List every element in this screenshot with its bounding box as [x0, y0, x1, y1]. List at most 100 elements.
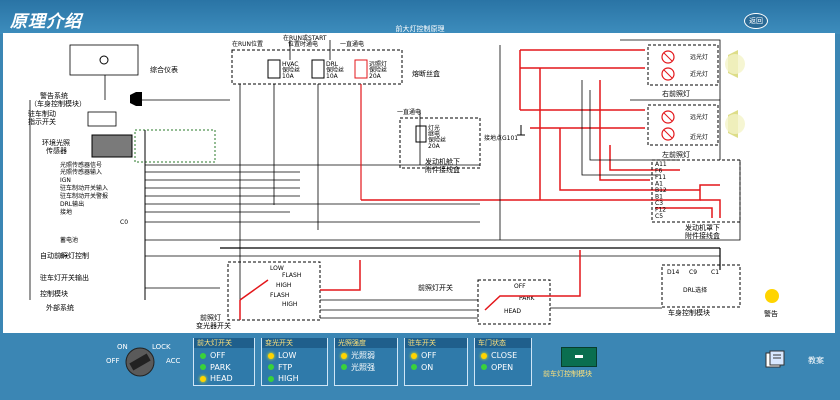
park-brake-label-1: 驻车制动: [28, 109, 56, 118]
body-module-sub-label: （车身控制模块）: [30, 99, 86, 108]
left-headlamp-box: [647, 104, 719, 146]
input-label: 驻车制动开关警报: [60, 192, 108, 200]
ign-off-label: OFF: [106, 357, 120, 365]
option-label: OFF: [421, 351, 437, 360]
option-led-icon: [341, 352, 347, 359]
option-led-icon: [200, 364, 206, 370]
panel-title: 光照强度: [335, 338, 397, 348]
relay-run-start-label-2: 位置时通电: [288, 40, 318, 48]
engine-terminal-label: A11: [655, 161, 667, 168]
panel-option[interactable]: PARK: [200, 362, 231, 373]
relay-run-label: 在RUN位置: [232, 40, 263, 48]
engine-block-label-2: 附件接线盒: [685, 231, 720, 240]
panel-option[interactable]: OFF: [411, 350, 437, 361]
fuse-light-label-2: 保险丝: [369, 66, 387, 74]
fuse-hvac-label-1: HVAC: [282, 61, 298, 68]
panel-option[interactable]: FTP: [268, 362, 292, 373]
dimmer-high-label-2: HIGH: [282, 301, 297, 308]
right-low-label: 近光灯: [690, 70, 708, 78]
dimmer-switch-box: [227, 261, 321, 321]
engine-block-label-1: 发动机罩下: [685, 223, 720, 232]
warning-lamp: [765, 289, 779, 303]
control-module-label: 控制模块: [40, 289, 68, 298]
panel-title: 驻车开关: [405, 338, 467, 348]
park-lamp-relay-label: 驻车灯开关输出: [40, 273, 89, 282]
fuse-head: [415, 125, 427, 143]
right-high-label: 远光灯: [690, 53, 708, 61]
dimmer-contact: [239, 279, 269, 301]
panel-option[interactable]: ON: [411, 362, 433, 373]
right-high-lamp: [661, 50, 675, 64]
option-led-icon: [481, 364, 487, 370]
panel-option[interactable]: CLOSE: [481, 350, 517, 361]
warning-label: 警告: [764, 309, 778, 318]
dimmer-low-label: LOW: [270, 265, 284, 272]
bcm-terminal-label: C9: [689, 269, 697, 276]
panel-option[interactable]: HIGH: [268, 373, 299, 384]
input-label: 光照传感器输入: [60, 168, 102, 176]
left-high-lamp: [661, 110, 675, 124]
bcm-terminal-label: C1: [711, 269, 719, 276]
park-brake-switch: [87, 111, 117, 127]
panel-option[interactable]: LOW: [268, 350, 296, 361]
always-on-2-label: 一直通电: [397, 108, 421, 116]
panel-option[interactable]: 光照强: [341, 362, 375, 373]
fuse-drl-label-1: DRL: [326, 61, 339, 68]
option-label: HIGH: [278, 374, 299, 383]
return-button[interactable]: 返回: [744, 13, 768, 29]
left-low-lamp: [661, 127, 675, 141]
instrument-lamp-icon: [99, 55, 109, 65]
panel-option[interactable]: OFF: [200, 350, 226, 361]
hs-head-label: HEAD: [504, 308, 521, 315]
help-label[interactable]: 教案: [808, 356, 824, 365]
panel-option[interactable]: OPEN: [481, 362, 513, 373]
dimmer-high-label: HIGH: [276, 282, 291, 289]
relay-run-start-label-1: 在RUN或START: [283, 34, 327, 42]
fuse-drl-label-3: 10A: [326, 73, 339, 80]
external-system-label: 外部系统: [46, 303, 74, 312]
option-led-icon: [411, 364, 417, 370]
warning-system-label: 警告系统: [40, 91, 68, 100]
instrument-cluster-label: 综合仪表: [150, 65, 178, 74]
option-led-icon: [481, 352, 487, 359]
under-hood-label-1: 发动机舱下: [425, 157, 460, 166]
module-button[interactable]: [561, 347, 597, 367]
red-wire-network: [361, 49, 721, 218]
hs-park-label: PARK: [519, 295, 536, 302]
option-led-icon: [411, 352, 417, 359]
park-brake-label-2: 指示开关: [28, 117, 56, 126]
input-label: 接地: [60, 208, 72, 216]
fuse-light-label-3: 20A: [369, 73, 382, 80]
ignition-switch[interactable]: [125, 347, 155, 377]
bcm-label: 车身控制模块: [668, 308, 710, 317]
module-label: 前车灯控制模块: [543, 370, 592, 378]
relay-always-label: 一直通电: [340, 40, 364, 48]
ambient-sensor-box: [91, 134, 133, 158]
option-label: FTP: [278, 362, 293, 372]
dimmer-flash-label-2: FLASH: [270, 292, 289, 299]
fuse-box-label: 熔断丝盒: [412, 69, 440, 78]
input-label: 光照传感器信号: [60, 161, 102, 169]
input-label: IGN: [60, 177, 71, 184]
help-icon[interactable]: [764, 350, 786, 370]
ambient-sensor-label-1: 环境光照: [42, 138, 70, 147]
ign-lock-label: LOCK: [152, 343, 171, 351]
diagram-title: 前大灯控制原理: [396, 24, 445, 33]
input-label: C0: [120, 219, 128, 226]
under-hood-block: [399, 117, 481, 169]
right-low-lamp: [661, 67, 675, 81]
ign-acc-label: ACC: [166, 357, 181, 365]
bcm-terminal-label: D14: [667, 269, 679, 276]
fuse-head-label-3: 保险丝: [428, 136, 446, 144]
under-hood-label-2: 附件接线盒: [425, 165, 460, 174]
dimmer-label-1: 前照灯: [200, 313, 221, 322]
fuse-light: [354, 59, 368, 79]
fuse-drl: [311, 59, 325, 79]
input-label: 蓄电池: [60, 236, 78, 244]
panel-option[interactable]: 光照弱: [341, 350, 375, 361]
panel-option[interactable]: HEAD: [200, 373, 233, 384]
title-bar: [0, 0, 840, 34]
